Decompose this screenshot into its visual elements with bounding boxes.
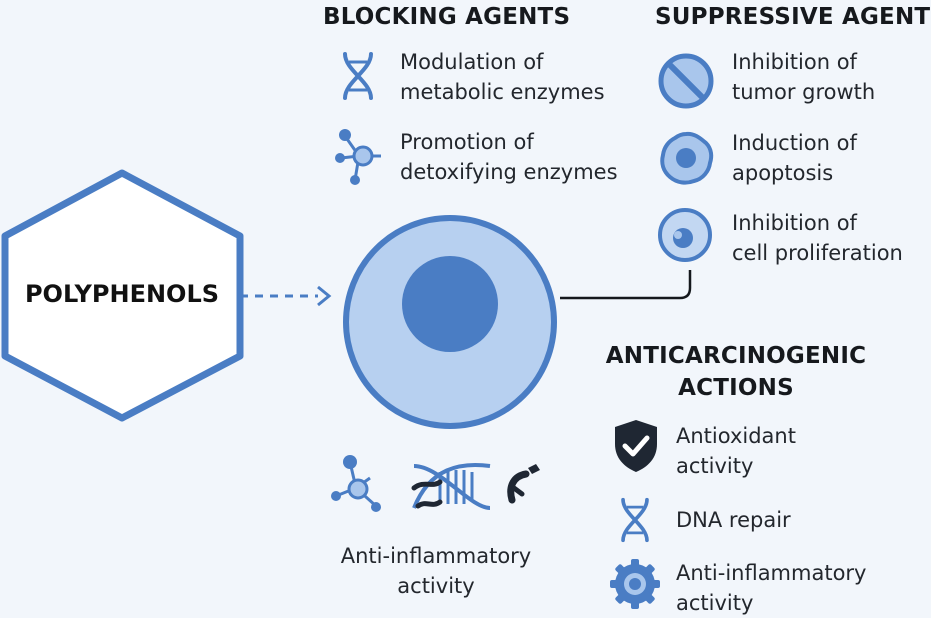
cell-icon [656, 206, 714, 264]
anticarcinogenic-item-1-line1: Antioxidant [676, 424, 796, 448]
cell-nucleus [402, 256, 498, 352]
prohibited-icon [657, 52, 715, 110]
blocking-agents-title: BLOCKING AGENTS [323, 4, 571, 30]
suppressive-item-2-line2: apoptosis [732, 161, 834, 185]
suppressive-item-2-text: Induction of apoptosis [732, 128, 857, 188]
gear-icon [608, 557, 662, 611]
shield-check-icon [612, 418, 660, 474]
anticarcinogenic-item-1-text: Antioxidant activity [676, 421, 796, 481]
suppressive-item-2-line1: Induction of [732, 131, 857, 155]
bottom-group-text: Anti-inflammatory activity [316, 541, 556, 601]
dna-fragment-icon [500, 460, 544, 506]
dna-icon [612, 494, 658, 546]
suppressive-item-1-text: Inhibition of tumor growth [732, 47, 875, 107]
anticarcinogenic-item-2-text: DNA repair [676, 505, 791, 535]
anticarcinogenic-title-line2: ACTIONS [678, 375, 794, 401]
blocking-item-1-line1: Modulation of [400, 50, 544, 74]
blocking-item-2-line1: Promotion of [400, 130, 534, 154]
molecule-icon [333, 126, 389, 186]
cell-connector-line [560, 270, 692, 300]
broken-dna-icon [410, 458, 496, 516]
anticarcinogenic-title-line1: ANTICARCINOGENIC [605, 343, 867, 369]
suppressive-item-3-text: Inhibition of cell proliferation [732, 208, 903, 268]
suppressive-item-1-line1: Inhibition of [732, 50, 857, 74]
bottom-group-line2: activity [397, 574, 475, 598]
bottom-group-line1: Anti-inflammatory [340, 544, 532, 568]
suppressive-item-1-line2: tumor growth [732, 80, 876, 104]
anticarcinogenic-item-1-line2: activity [676, 454, 754, 478]
blocking-item-2-text: Promotion of detoxifying enzymes [400, 127, 618, 187]
blocking-item-2-line2: detoxifying enzymes [400, 160, 618, 184]
polyphenols-label: POLYPHENOLS [24, 280, 220, 308]
blocking-item-1-line2: metabolic enzymes [400, 80, 605, 104]
suppressive-item-3-line1: Inhibition of [732, 211, 857, 235]
molecule-icon [330, 452, 386, 518]
dna-icon [333, 50, 383, 102]
blocking-item-1-text: Modulation of metabolic enzymes [400, 47, 605, 107]
central-cell [343, 215, 557, 429]
apoptotic-cell-icon [657, 130, 715, 186]
suppressive-agents-title: SUPPRESSIVE AGENTS [655, 4, 931, 30]
anticarcinogenic-title: ANTICARCINOGENIC ACTIONS [600, 340, 872, 404]
anticarcinogenic-item-2-line1: DNA repair [676, 508, 791, 532]
anticarcinogenic-item-3-line1: Anti-inflammatory [676, 561, 867, 585]
anticarcinogenic-item-3-line2: activity [676, 591, 754, 615]
anticarcinogenic-item-3-text: Anti-inflammatory activity [676, 558, 867, 618]
dashed-arrow-head [317, 285, 332, 307]
polyphenols-hexagon [1, 169, 244, 422]
suppressive-item-3-line2: cell proliferation [732, 241, 903, 265]
